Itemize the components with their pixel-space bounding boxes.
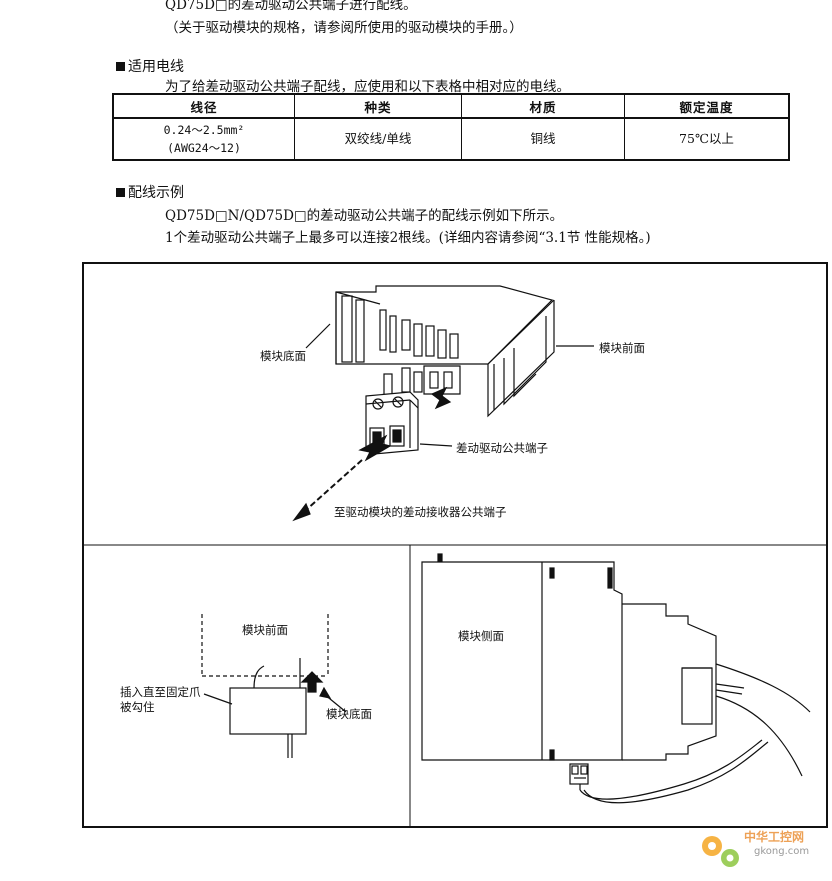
label-insert-1: 插入直至固定爪 <box>120 685 201 699</box>
label-to-receiver: 至驱动模块的差动接收器公共端子 <box>334 505 507 519</box>
wiring-diagram-svg <box>84 285 826 826</box>
cell-type: 双绞线/单线 <box>294 117 462 161</box>
module-side-drawing <box>421 553 811 804</box>
gear-icon <box>702 836 739 867</box>
wire-section-heading: 适用电线 <box>116 56 184 76</box>
header-type: 种类 <box>294 93 462 119</box>
label-insert-2: 被勾住 <box>120 700 155 714</box>
wiring-figure: 模块底面 模块前面 差动驱动公共端子 至驱动模块的差动接收器公共端子 模块前面 … <box>82 262 828 828</box>
header-size: 线径 <box>112 93 295 119</box>
intro-line-1: QD75D□的差动驱动公共端子进行配线。 <box>165 0 417 13</box>
table-header-row: 线径 种类 材质 额定温度 <box>112 93 790 119</box>
example-section-heading: 配线示例 <box>116 182 184 202</box>
intro-line-2: （关于驱动模块的规格，请参阅所使用的驱动模块的手册。） <box>165 20 523 36</box>
square-bullet-icon <box>116 62 125 71</box>
label-left-bottom: 模块底面 <box>326 707 372 721</box>
insertion-side-drawing <box>201 614 347 758</box>
header-temp: 额定温度 <box>624 93 790 119</box>
label-module-bottom: 模块底面 <box>260 349 306 363</box>
module-perspective-drawing <box>292 285 594 522</box>
example-desc-1: QD75D□N/QD75D□的差动驱动公共端子的配线示例如下所示。 <box>165 208 564 224</box>
example-desc-2: 1个差动驱动公共端子上最多可以连接2根线。(详细内容请参阅“3.1节 性能规格。… <box>165 230 651 246</box>
cell-size: 0.24～2.5mm² (AWG24～12) <box>112 117 295 161</box>
cell-temp: 75℃以上 <box>624 117 790 161</box>
wire-spec-table: 线径 种类 材质 额定温度 0.24～2.5mm² (AWG24～12) 双绞线… <box>112 93 790 161</box>
square-bullet-icon <box>116 188 125 197</box>
header-material: 材质 <box>461 93 625 119</box>
label-left-front: 模块前面 <box>242 623 288 637</box>
gkong-logo <box>696 826 760 876</box>
watermark-site-url: gkong.com <box>754 846 810 857</box>
watermark-site-cn: 中华工控网 <box>744 830 805 844</box>
wire-section-desc: 为了给差动驱动公共端子配线，应使用和以下表格中相对应的电线。 <box>165 79 570 95</box>
cell-material: 铜线 <box>461 117 625 161</box>
label-module-side: 模块侧面 <box>458 629 504 643</box>
label-module-front: 模块前面 <box>599 341 645 355</box>
table-row: 0.24～2.5mm² (AWG24～12) 双绞线/单线 铜线 75℃以上 <box>112 117 790 161</box>
label-terminal: 差动驱动公共端子 <box>456 441 548 455</box>
